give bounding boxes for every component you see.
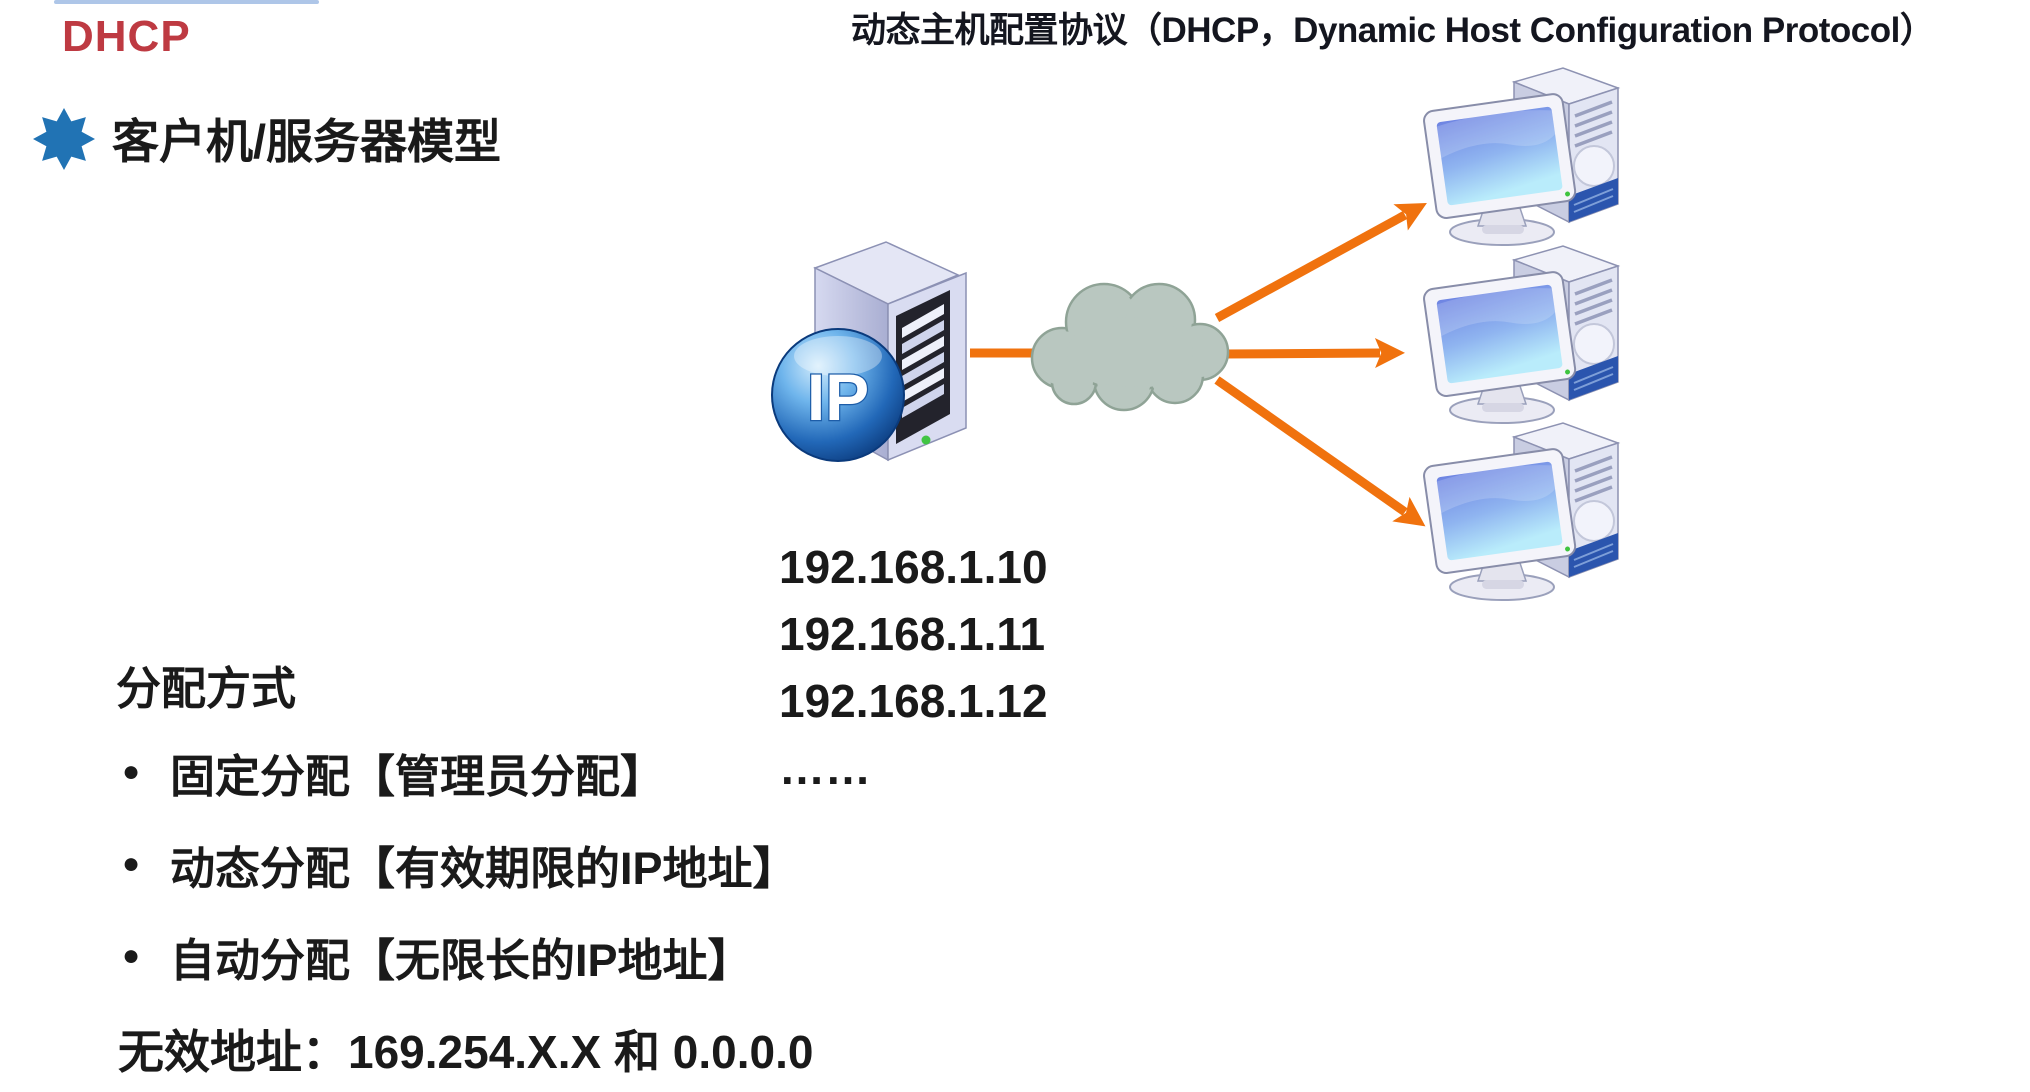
page-title: 动态主机配置协议（DHCP，Dynamic Host Configuration… [851,11,1935,50]
allocation-item-label: 动态分配【有效期限的IP地址】 [170,842,798,894]
ip-address-ellipsis: …… [779,742,871,794]
active-tab-underline [54,0,319,4]
section-heading: 客户机/服务器模型 [112,115,502,168]
client-computer-icon [1422,242,1627,427]
dhcp-server-icon: IP [771,241,967,462]
bullet-icon: ● [122,847,141,880]
ip-badge-label: IP [807,360,869,434]
network-connections [970,202,1427,527]
allocation-item: ● 自动分配【无限长的IP地址】 [122,930,753,986]
bullet-icon: ● [122,755,141,788]
allocation-heading: 分配方式 [116,663,297,714]
section-label: DHCP [62,12,191,61]
allocation-item-label: 固定分配【管理员分配】 [170,750,666,802]
client-computer-icon [1422,419,1627,604]
ip-address-list: 192.168.1.10 192.168.1.11 192.168.1.12 …… [779,534,1048,802]
client-computer-icon [1422,64,1627,249]
ip-address: 192.168.1.10 [779,541,1048,593]
network-cloud-icon [1030,282,1230,412]
bullet-icon: ● [122,939,141,972]
allocation-item-label: 自动分配【无限长的IP地址】 [170,934,753,986]
star-bullet-icon [33,108,95,170]
invalid-address-note: 无效地址：169.254.X.X 和 0.0.0.0 [118,1026,814,1078]
ip-address: 192.168.1.11 [779,608,1046,660]
allocation-item: ● 动态分配【有效期限的IP地址】 [122,838,798,894]
allocation-item: ● 固定分配【管理员分配】 [122,746,665,802]
ip-address: 192.168.1.12 [779,675,1048,727]
